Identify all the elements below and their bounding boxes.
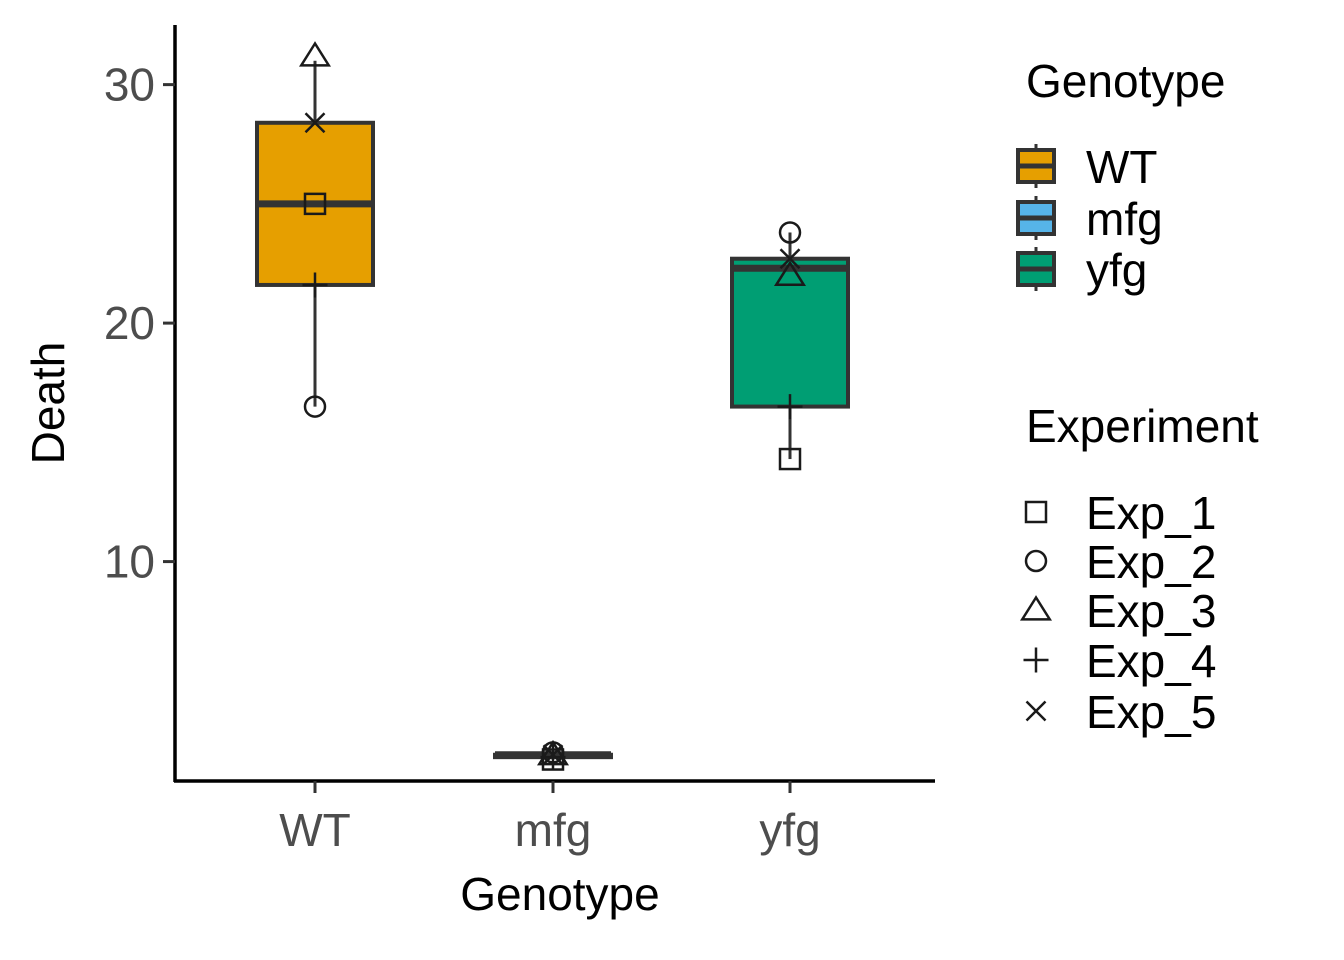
legend-label-Exp_5: Exp_5 bbox=[1086, 686, 1216, 738]
y-tick-label: 30 bbox=[104, 59, 155, 111]
point-WT-Exp_1 bbox=[303, 192, 327, 216]
legend-label-Exp_1: Exp_1 bbox=[1086, 487, 1216, 539]
legend-shape-Exp_4 bbox=[1023, 647, 1049, 673]
point-WT-Exp_3 bbox=[298, 41, 332, 67]
legend-key-yfg bbox=[1016, 247, 1056, 291]
box-body bbox=[730, 256, 850, 409]
legend-label-Exp_3: Exp_3 bbox=[1086, 585, 1216, 637]
legend-label-mfg: mfg bbox=[1086, 193, 1163, 245]
legend-shape-Exp_2 bbox=[1024, 549, 1048, 573]
legend-experiment-title: Experiment bbox=[1026, 400, 1259, 452]
point-yfg-Exp_2 bbox=[778, 221, 802, 244]
x-axis-title: Genotype bbox=[460, 868, 659, 920]
x-tick-label: WT bbox=[279, 804, 351, 856]
legend-key-mfg bbox=[1016, 196, 1056, 240]
box-yfg bbox=[730, 232, 850, 460]
legend-shape-Exp_1 bbox=[1024, 500, 1048, 524]
legend-key-WT bbox=[1016, 144, 1056, 188]
y-tick-label: 10 bbox=[104, 536, 155, 588]
point-yfg-Exp_5 bbox=[779, 248, 801, 270]
legend-shape-Exp_5 bbox=[1025, 700, 1047, 722]
legend-genotype-title: Genotype bbox=[1026, 55, 1225, 107]
y-axis-title: Death bbox=[22, 342, 74, 465]
point-WT-Exp_5 bbox=[304, 112, 326, 134]
x-tick-label: yfg bbox=[759, 804, 820, 856]
legend-label-Exp_2: Exp_2 bbox=[1086, 536, 1216, 588]
y-tick-label: 20 bbox=[104, 297, 155, 349]
x-tick-label: mfg bbox=[515, 804, 592, 856]
plot-area bbox=[255, 41, 850, 771]
legend: Genotype Experiment WTmfgyfgExp_1Exp_2Ex… bbox=[1016, 55, 1259, 738]
legend-label-WT: WT bbox=[1086, 141, 1158, 193]
point-mfg-Exp_5 bbox=[542, 744, 564, 766]
point-WT-Exp_2 bbox=[303, 395, 327, 418]
legend-label-Exp_4: Exp_4 bbox=[1086, 635, 1216, 687]
point-yfg-Exp_3 bbox=[773, 260, 807, 287]
point-yfg-Exp_1 bbox=[778, 447, 802, 471]
point-WT-Exp_4 bbox=[302, 272, 328, 298]
box-WT bbox=[255, 60, 375, 407]
point-yfg-Exp_4 bbox=[777, 394, 803, 420]
point-mfg-Exp_4 bbox=[540, 744, 566, 770]
legend-label-yfg: yfg bbox=[1086, 244, 1147, 296]
legend-shape-Exp_3 bbox=[1019, 595, 1053, 621]
